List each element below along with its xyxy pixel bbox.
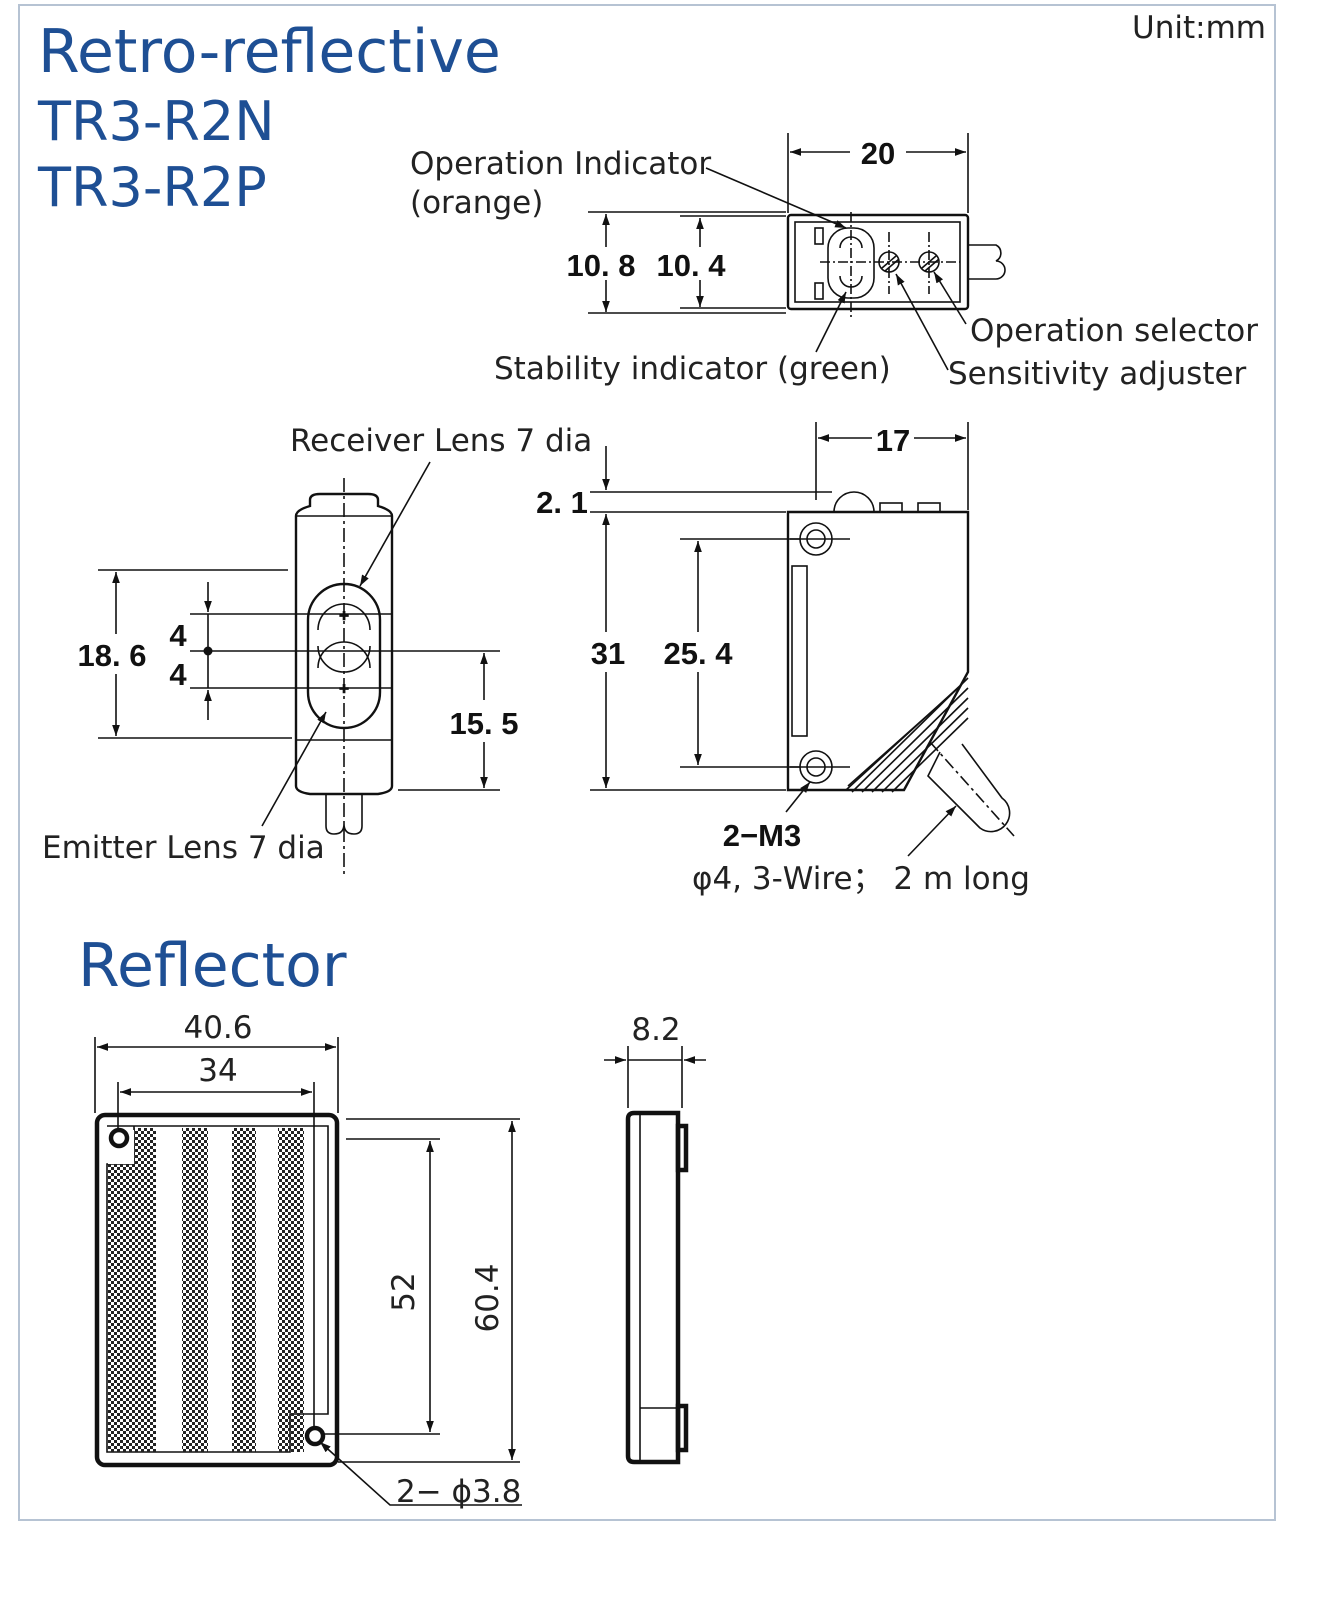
sensitivity-adjuster-label: Sensitivity adjuster: [948, 356, 1247, 392]
unit-label: Unit:mm: [1132, 10, 1266, 46]
front-view-cable: [325, 794, 363, 835]
side-view-cable: [927, 743, 1011, 833]
dim-side-depth: 17: [876, 423, 910, 458]
dim-top-width: 20: [861, 136, 895, 171]
dim-lens-offset-lower: 4: [169, 657, 187, 692]
dim-side-height: 31: [591, 636, 625, 671]
receiver-lens-label: Receiver Lens 7 dia: [290, 423, 592, 459]
operation-selector-label: Operation selector: [970, 313, 1258, 349]
reflector-side-view: 8.2: [604, 1012, 706, 1465]
cable-label: φ4, 3-Wire； 2 m long: [692, 861, 1030, 897]
reflector-title: Reflector: [78, 931, 347, 1001]
dim-side-top-gap: 2. 1: [536, 485, 588, 520]
reflector-front-view: 40.6 34 60.4 52 2− ϕ3.8: [94, 1010, 522, 1510]
dim-side-hole-pitch: 25. 4: [664, 636, 734, 671]
model-n-title: TR3-R2N: [37, 90, 275, 153]
dim-lens-offset-upper: 4: [169, 618, 187, 653]
side-view: 17 2. 1 31 25. 4 2−M3 φ4, 3-Wire； 2 m lo…: [536, 422, 1030, 897]
dim-top-height-inner: 10. 4: [657, 248, 727, 283]
reflector-outline: [94, 1112, 340, 1468]
side-view-lens-edge: [791, 565, 808, 737]
reflector-prism-pattern: [108, 1128, 304, 1452]
top-view-housing: [786, 213, 970, 311]
reflector-hole-lower: [304, 1425, 326, 1447]
side-view-housing: [786, 510, 970, 792]
mount-screw-label: 2−M3: [723, 818, 801, 853]
reflector-hole-upper: [108, 1127, 130, 1149]
model-p-title: TR3-R2P: [37, 156, 267, 219]
operation-indicator-color: (orange): [410, 185, 543, 221]
front-view-housing: [294, 492, 394, 796]
operation-indicator-label: Operation Indicator: [410, 146, 711, 182]
drawing-frame: [18, 4, 1276, 1521]
side-view-indicator-bump: [833, 491, 875, 513]
dim-reflector-hole-pitch-y: 52: [386, 1272, 422, 1311]
side-view-ribs: [845, 677, 969, 793]
dim-reflector-height: 60.4: [470, 1263, 506, 1332]
reflector-side-outline: [625, 1110, 681, 1465]
dim-top-height-outer: 10. 8: [567, 248, 636, 283]
dim-front-height: 18. 6: [78, 638, 147, 673]
dim-reflector-hole-pitch-x: 34: [198, 1053, 237, 1089]
emitter-lens-label: Emitter Lens 7 dia: [42, 830, 325, 866]
top-view-cable: [968, 244, 1006, 280]
svg-text:+: +: [339, 608, 348, 625]
top-view-slot-lower: [814, 282, 824, 300]
top-view-slot-upper: [814, 227, 824, 245]
main-title: Retro-reflective: [38, 17, 501, 87]
dim-front-lower: 15. 5: [450, 706, 519, 741]
front-view: + + 18. 6 4 4 15. 5 Receiver Lens 7 dia …: [42, 423, 592, 874]
reflector-side-lug-upper: [675, 1123, 689, 1173]
reflector-holes-label: 2− ϕ3.8: [396, 1474, 521, 1510]
reflector-side-lug-lower: [675, 1403, 689, 1453]
dim-reflector-thickness: 8.2: [631, 1012, 680, 1048]
stability-indicator-label: Stability indicator (green): [494, 351, 891, 387]
dim-reflector-width: 40.6: [183, 1010, 252, 1046]
top-view: 20 10. 8 10. 4 Operation Indicator (oran…: [410, 133, 1258, 392]
svg-text:+: +: [339, 681, 348, 698]
